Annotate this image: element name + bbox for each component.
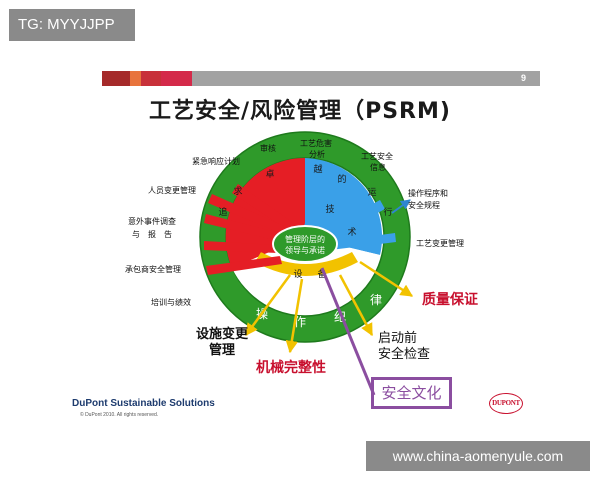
ring-word: 追: [218, 206, 227, 218]
outer-ring-edge: [199, 131, 411, 343]
outer-ring: [200, 132, 410, 342]
label-incident-line1: 意外事件调查: [128, 216, 176, 226]
red-spokes: [204, 176, 300, 275]
center-label-line1: 管理阶层的: [285, 234, 325, 244]
accent-segment: [161, 71, 192, 86]
label-pssr-line2: 安全检查: [378, 346, 430, 362]
watermark: www.china-aomenyule.com: [366, 441, 590, 471]
ring-word: 越: [313, 163, 322, 175]
label-mechanical-integrity: 机械完整性: [256, 359, 326, 376]
slide-header-bar: 9: [102, 71, 540, 86]
accent-segment: [130, 71, 141, 86]
label-audit: 审核: [260, 143, 276, 153]
label-procedures-line2: 安全规程: [408, 200, 440, 210]
label-process-change: 工艺变更管理: [416, 238, 464, 248]
ring-word: 作: [294, 315, 306, 329]
ring-word: 备: [317, 268, 326, 280]
center-ellipse: [272, 225, 338, 263]
ring-word: 的: [337, 173, 346, 185]
ring-word: 卓: [265, 168, 274, 180]
label-pssr-line1: 启动前: [378, 330, 417, 346]
label-pha-line1: 工艺危害: [300, 138, 332, 148]
purple-line: [320, 267, 376, 396]
label-incident-line2: 与 报 告: [132, 229, 172, 239]
ring-word: 律: [370, 293, 382, 307]
footer-brand: DuPont Sustainable Solutions: [72, 398, 215, 409]
ring-word: 术: [347, 226, 356, 238]
label-pha-line2: 分析: [309, 149, 325, 159]
ring-word: 设: [293, 269, 302, 280]
ring-word: 技: [325, 203, 334, 215]
label-psi-line1: 工艺安全: [361, 151, 393, 161]
safety-culture-box: 安全文化: [371, 377, 452, 409]
slide-title: 工艺安全/风险管理（PSRM): [149, 99, 451, 124]
accent-segment: [141, 71, 161, 86]
label-training: 培训与绩效: [151, 297, 191, 307]
label-contractor: 承包商安全管理: [125, 264, 181, 274]
yellow-band: [255, 252, 358, 276]
overlay-tag: TG: MYYJJPP: [9, 9, 135, 41]
yellow-arrows: [244, 260, 414, 354]
label-emergency: 紧急响应计划: [192, 156, 240, 166]
ring-word: 运: [367, 187, 376, 198]
label-quality-assurance: 质量保证: [422, 291, 478, 308]
label-personnel-change: 人员变更管理: [148, 185, 196, 195]
label-psi-line2: 信息: [370, 162, 386, 172]
label-facility-change-line1: 设施变更: [196, 326, 249, 342]
diagram-labels: 审核 紧急响应计划 人员变更管理 意外事件调查 与 报 告 承包商安全管理 培训…: [125, 138, 464, 307]
dupont-logo: DUPONT: [489, 393, 523, 414]
footer-copyright: © DuPont 2010. All rights reserved.: [80, 412, 159, 418]
accent-segment: [102, 71, 130, 86]
ring-word: 行: [383, 206, 392, 218]
ring-words: 追 求 卓 越 的 运 行 技 术 设 备 操 作 纪 律: [218, 163, 392, 329]
blue-arrow: [391, 199, 411, 214]
blue-spokes: [304, 185, 396, 250]
center-label-line2: 领导与承诺: [285, 245, 325, 255]
label-procedures-line1: 操作程序和: [408, 188, 448, 198]
label-facility-change-line2: 管理: [209, 342, 235, 358]
ring-word: 求: [233, 185, 242, 197]
page-number: 9: [520, 73, 526, 83]
